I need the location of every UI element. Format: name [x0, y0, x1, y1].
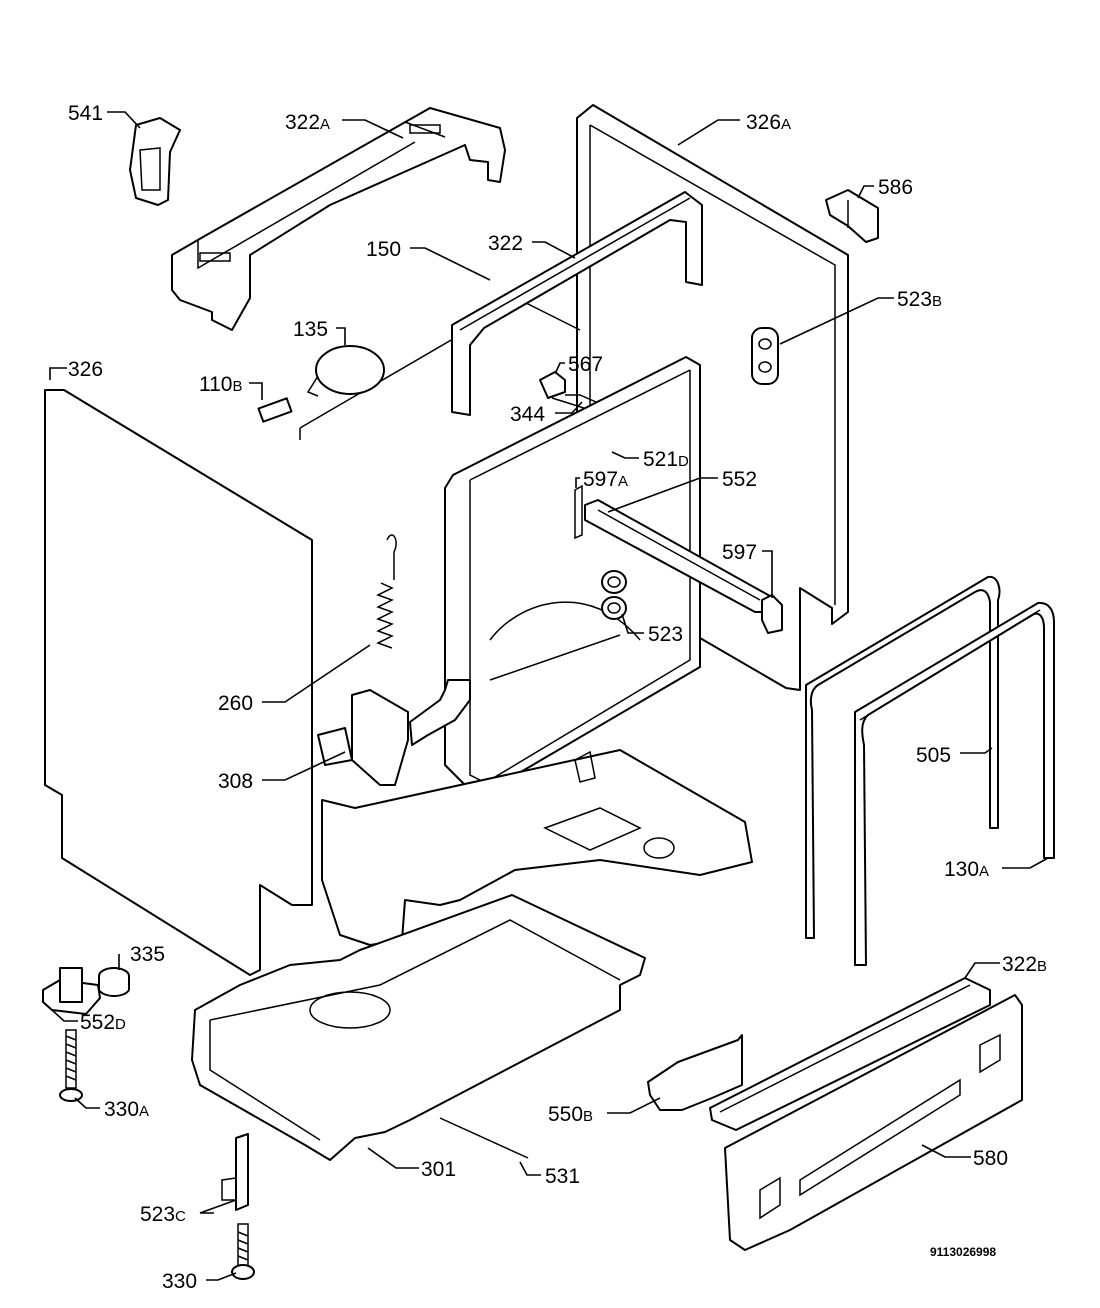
part-523c-pin [221, 1133, 249, 1211]
label-523c: 523C [140, 1203, 186, 1226]
label-330a: 330A [104, 1098, 149, 1121]
part-322-inner-frame [451, 191, 703, 416]
label-580: 580 [973, 1147, 1008, 1170]
label-301: 301 [421, 1158, 456, 1181]
label-322a: 322A [285, 111, 330, 134]
part-260-spring [376, 534, 397, 649]
label-330: 330 [162, 1270, 197, 1293]
label-552d: 552D [80, 1011, 126, 1034]
part-130a-door-seal [854, 601, 1055, 966]
part-110b-hose [203, 397, 293, 471]
part-580-kick-plate [724, 994, 1023, 1251]
label-597: 597 [722, 541, 757, 564]
part-597-end-cap [761, 594, 783, 634]
part-322a-top-rail [171, 107, 506, 331]
part-135-salt-cap [306, 345, 385, 397]
part-586-bracket [825, 189, 879, 243]
part-550b-bracket [647, 1034, 743, 1111]
callout-labels: 541 322A 326A 586 150 322 523B 135 326 5… [68, 102, 1047, 1293]
part-326-side-panel [44, 389, 313, 976]
leader-lines [49, 111, 1049, 1281]
label-541: 541 [68, 102, 103, 125]
part-541-clip [129, 117, 181, 206]
label-597a: 597A [583, 468, 628, 491]
part-tub-body [444, 356, 701, 791]
part-552d-switch [42, 967, 101, 1015]
label-326: 326 [68, 358, 103, 381]
part-301-base-pan [191, 894, 646, 1161]
part-505-door-seal [805, 575, 1001, 939]
label-531: 531 [545, 1165, 580, 1188]
part-523b-hinge-block [751, 327, 779, 385]
part-330a-screw [59, 1029, 83, 1102]
label-335: 335 [130, 943, 165, 966]
label-523: 523 [648, 623, 683, 646]
part-567-344-clip [539, 371, 598, 411]
label-150: 150 [366, 238, 401, 261]
label-521d: 521D [643, 448, 689, 471]
label-308: 308 [218, 770, 253, 793]
part-base-frame [321, 749, 753, 946]
part-335-nut [98, 967, 130, 997]
label-586: 586 [878, 176, 913, 199]
label-260: 260 [218, 692, 253, 715]
part-531-rod [439, 1117, 529, 1159]
part-523-wheels [601, 570, 627, 620]
label-135: 135 [293, 318, 328, 341]
label-130a: 130A [944, 858, 989, 881]
label-110b: 110B [199, 373, 243, 396]
part-308-hinge [317, 679, 471, 786]
label-505: 505 [916, 744, 951, 767]
part-330-screw [231, 1223, 255, 1280]
label-523b: 523B [897, 288, 942, 311]
label-552: 552 [722, 468, 757, 491]
drawing-number: 9113026998 [930, 1245, 996, 1259]
label-344: 344 [510, 403, 545, 426]
label-322: 322 [488, 232, 523, 255]
label-550b: 550B [548, 1103, 593, 1126]
label-326a: 326A [746, 111, 791, 134]
label-322b: 322B [1002, 953, 1047, 976]
label-567: 567 [568, 353, 603, 376]
